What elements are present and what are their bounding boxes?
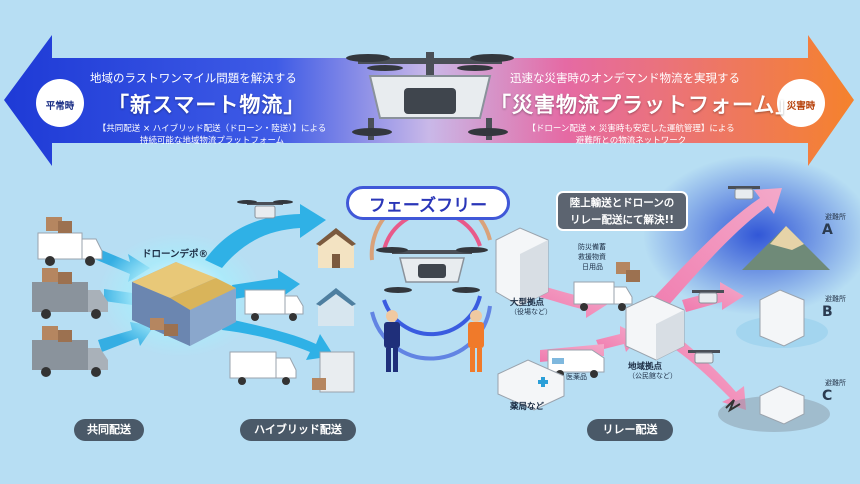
large-hub-building — [495, 227, 549, 307]
phase-free-badge: フェーズフリー — [346, 186, 510, 220]
large-hub-sublabel: （役場など） — [510, 308, 552, 316]
drone-center-icon — [376, 247, 488, 293]
shelter-b-building — [736, 289, 828, 348]
night-sky — [643, 155, 860, 315]
house-icon — [316, 288, 356, 326]
drone-depot-building — [132, 262, 236, 346]
disaster-badge — [777, 79, 825, 127]
tag-relay-delivery: リレー配送 — [587, 419, 673, 441]
small-drone-icon — [692, 290, 724, 304]
shelter-c-building — [718, 385, 830, 432]
operator-disaster-icon — [468, 310, 484, 372]
pharmacy-building — [497, 359, 565, 411]
relay-callout: 陸上輸送とドローンの リレー配送にて解決!! — [556, 191, 688, 231]
truck-icon — [244, 289, 304, 321]
small-drone-icon — [237, 200, 293, 219]
tag-joint-delivery: 共同配送 — [74, 419, 144, 441]
medicine-label: 医薬品 — [566, 373, 587, 381]
right-note-2: 避難所との物流ネットワーク — [575, 136, 687, 146]
regional-hub-building — [625, 295, 685, 361]
regional-hub-label: 地域拠点 — [628, 362, 663, 372]
right-lead-text: 迅速な災害時のオンデマンド物流を実現する — [510, 71, 740, 85]
disaster-time-label: 災害時 — [786, 101, 816, 112]
shelter-b-letter: B — [822, 304, 833, 320]
normal-badge — [36, 79, 84, 127]
right-title: 「災害物流プラットフォーム」 — [490, 93, 798, 117]
small-drone-icon — [728, 186, 760, 200]
apartment-icon — [312, 351, 355, 393]
left-lead-text: 地域のラストワンマイル問題を解決する — [90, 71, 297, 85]
left-title: 「新スマート物流」 — [108, 93, 306, 117]
tag-hybrid-delivery: ハイブリッド配送 — [240, 419, 356, 441]
left-note-1: 【共同配送 × ハイブリッド配送（ドローン・陸送）】による — [97, 124, 327, 134]
shelter-c-letter: C — [822, 388, 833, 404]
truck-icon — [37, 217, 103, 266]
callout-line-2: リレー配送にて解決!! — [569, 214, 675, 226]
normal-time-label: 平常時 — [45, 101, 75, 112]
pharmacy-label: 薬局など — [510, 402, 545, 412]
truck-icon — [32, 268, 108, 319]
shelter-b-label: 避難所 — [825, 295, 846, 303]
regional-hub-sublabel: （公民館など） — [628, 372, 677, 380]
operator-normal-icon — [384, 310, 400, 372]
large-hub-label: 大型拠点 — [510, 298, 545, 308]
shelter-a-label: 避難所 — [825, 213, 846, 221]
supplies-label-3: 日用品 — [582, 263, 603, 271]
drone-depot-label: ドローンデポ® — [142, 249, 209, 260]
truck-icon — [32, 326, 108, 377]
drone-large-icon — [346, 52, 514, 140]
supplies-label-2: 救援物資 — [578, 253, 606, 261]
supplies-label-1: 防災備蓄 — [578, 243, 606, 251]
left-note-2: 持続可能な地域物流プラットフォーム — [139, 136, 285, 146]
truck-icon — [573, 281, 633, 311]
truck-icon — [229, 351, 297, 385]
callout-line-1: 陸上輸送とドローンの — [569, 197, 675, 209]
supply-boxes-icon — [616, 262, 640, 282]
right-note-1: 【ドローン配送 × 災害時も安定した運航管理】による — [527, 124, 735, 134]
shelter-c-label: 避難所 — [825, 379, 846, 387]
small-drone-icon — [688, 350, 720, 364]
shelter-a-letter: A — [822, 222, 833, 238]
shelter-a-mountain — [742, 226, 830, 270]
house-icon — [316, 228, 356, 268]
